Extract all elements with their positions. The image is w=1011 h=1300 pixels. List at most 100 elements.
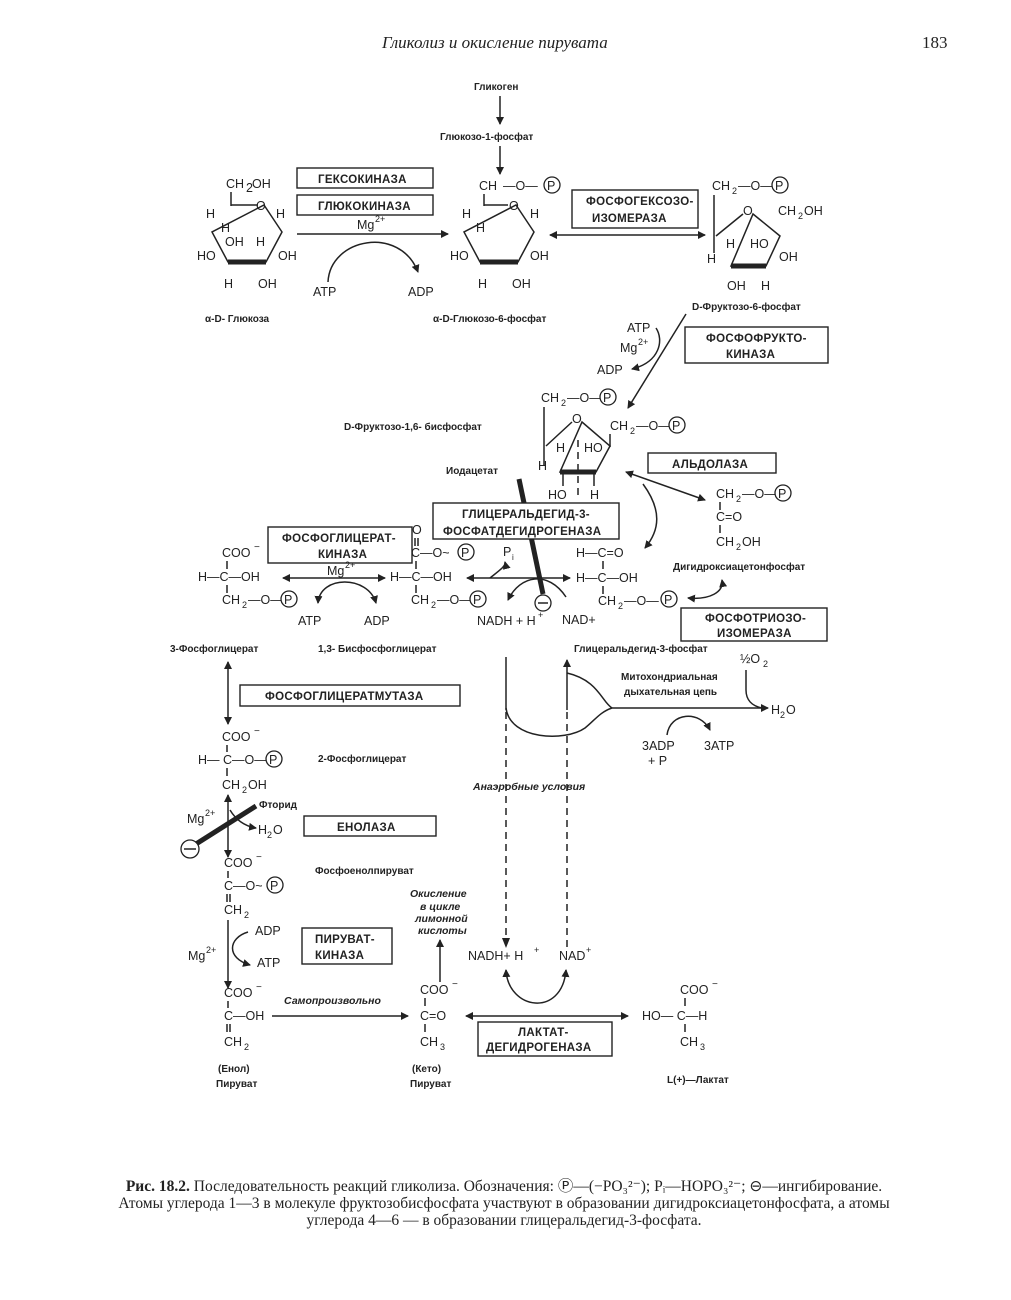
svg-text:C—O~: C—O~: [411, 546, 450, 560]
svg-text:O: O: [412, 523, 422, 537]
svg-text:O: O: [273, 823, 283, 837]
svg-text:2+: 2+: [205, 808, 215, 818]
gapdh-box: [432, 502, 620, 540]
svg-text:Mg: Mg: [188, 949, 205, 963]
svg-text:OH: OH: [727, 279, 746, 293]
svg-text:H: H: [530, 207, 539, 221]
svg-text:3: 3: [700, 1042, 705, 1052]
mg-label: Mg: [357, 218, 374, 232]
svg-text:2+: 2+: [375, 214, 385, 224]
arrow-tpi: [687, 579, 728, 603]
svg-text:H—C—OH: H—C—OH: [390, 570, 452, 584]
g1p-label: Глюкозо-1-фосфат: [440, 131, 533, 143]
enzyme-pgk-1: ФОСФОГЛИЦЕРАТ-: [282, 533, 396, 545]
svg-text:2: 2: [732, 186, 737, 196]
svg-text:P: P: [778, 487, 786, 501]
svg-text:2+: 2+: [206, 945, 216, 955]
svg-text:P: P: [473, 593, 481, 607]
svg-text:HO— C—H: HO— C—H: [642, 1009, 707, 1023]
svg-text:H— C—O—: H— C—O—: [198, 753, 267, 767]
svg-text:OH: OH: [258, 277, 277, 291]
anaerobic-label: Анаэробные условия: [472, 781, 585, 793]
svg-text:H: H: [707, 252, 716, 266]
pgm-box: [239, 684, 461, 707]
svg-text:OH: OH: [252, 177, 271, 191]
svg-text:—O—: —O—: [437, 593, 472, 607]
svg-text:HO: HO: [450, 249, 469, 263]
svg-text:Mg: Mg: [187, 812, 204, 826]
svg-text:H: H: [761, 279, 770, 293]
svg-text:2: 2: [431, 600, 436, 610]
pfk-atp-curve: [631, 327, 661, 372]
svg-text:Mg: Mg: [620, 341, 637, 355]
atp3-label: 3ATP: [704, 739, 734, 753]
caption-line-1: Последовательность реакций гликолиза. Об…: [193, 1178, 883, 1195]
enzyme-hexokinase: ГЕКСОКИНАЗА: [318, 174, 407, 186]
adp3-label: 3ADP: [642, 739, 675, 753]
svg-text:CH: CH: [420, 1035, 438, 1049]
pfk-adp: ADP: [597, 363, 623, 377]
svg-text:2: 2: [246, 181, 253, 195]
h2o-mito: H: [771, 703, 780, 717]
enzyme-pfk-2: КИНАЗА: [726, 349, 775, 361]
aldolase-box: [647, 452, 777, 474]
svg-text:HO: HO: [197, 249, 216, 263]
svg-text:2: 2: [618, 601, 623, 611]
pi3-label: + P: [648, 754, 667, 768]
svg-text:2+: 2+: [638, 337, 648, 347]
svg-text:COO: COO: [680, 983, 709, 997]
svg-text:CH: CH: [712, 179, 730, 193]
svg-text:2: 2: [244, 910, 249, 920]
svg-text:O: O: [256, 199, 266, 213]
enzyme-pgm: ФОСФОГЛИЦЕРАТМУТАЗА: [265, 691, 423, 703]
atp-adp-curve: [327, 241, 420, 283]
svg-text:CH: CH: [598, 594, 616, 608]
svg-text:C=O: C=O: [420, 1009, 446, 1023]
caption-line-2: Атомы углерода 1—3 в молекуле фруктозоби…: [118, 1195, 890, 1212]
ldh-nadh-curve: [502, 969, 570, 1004]
svg-text:OH: OH: [248, 778, 267, 792]
svg-text:OH: OH: [512, 277, 531, 291]
fluoride-label: Фторид: [259, 800, 298, 811]
enzyme-ldh-2: ДЕГИДРОГЕНАЗА: [486, 1042, 592, 1054]
svg-text:H: H: [462, 207, 471, 221]
pk-atp: ATP: [257, 956, 280, 970]
caption-line-3: углерода 4—6 — в образовании глицеральде…: [306, 1212, 702, 1229]
svg-text:2: 2: [763, 659, 768, 669]
pgk-box: [267, 526, 413, 564]
svg-text:CH: CH: [224, 903, 242, 917]
enolase-box: [303, 815, 437, 837]
pgk-atp-adp-curve: [314, 581, 378, 604]
nad-nadh-curve: [507, 578, 567, 601]
svg-text:H—C—OH: H—C—OH: [576, 571, 638, 585]
svg-text:—O—: —O—: [738, 179, 773, 193]
enzyme-phi-2: ИЗОМЕРАЗА: [592, 213, 667, 225]
svg-text:+: +: [586, 945, 591, 955]
half-o2-label: ½O: [740, 652, 760, 666]
svg-text:—O—: —O—: [636, 419, 671, 433]
ldh-nad: NAD: [559, 949, 585, 963]
svg-text:2: 2: [736, 542, 741, 552]
svg-text:+: +: [534, 945, 539, 955]
arrow-pfk: [627, 313, 687, 409]
svg-text:COO: COO: [224, 856, 253, 870]
pg2-label: 2-Фосфоглицерат: [318, 753, 406, 765]
svg-text:2: 2: [267, 830, 272, 840]
enzyme-enolase: ЕНОЛАЗА: [337, 822, 396, 834]
svg-text:2: 2: [630, 426, 635, 436]
svg-text:P: P: [664, 593, 672, 607]
svg-text:OH: OH: [225, 235, 244, 249]
svg-text:H: H: [224, 277, 233, 291]
svg-text:O: O: [743, 204, 753, 218]
pgk-atp: ATP: [298, 614, 321, 628]
svg-text:P: P: [603, 391, 611, 405]
svg-text:CH: CH: [716, 535, 734, 549]
svg-text:H: H: [221, 221, 230, 235]
svg-text:CH: CH: [222, 778, 240, 792]
nad-label: NAD+: [562, 613, 596, 627]
